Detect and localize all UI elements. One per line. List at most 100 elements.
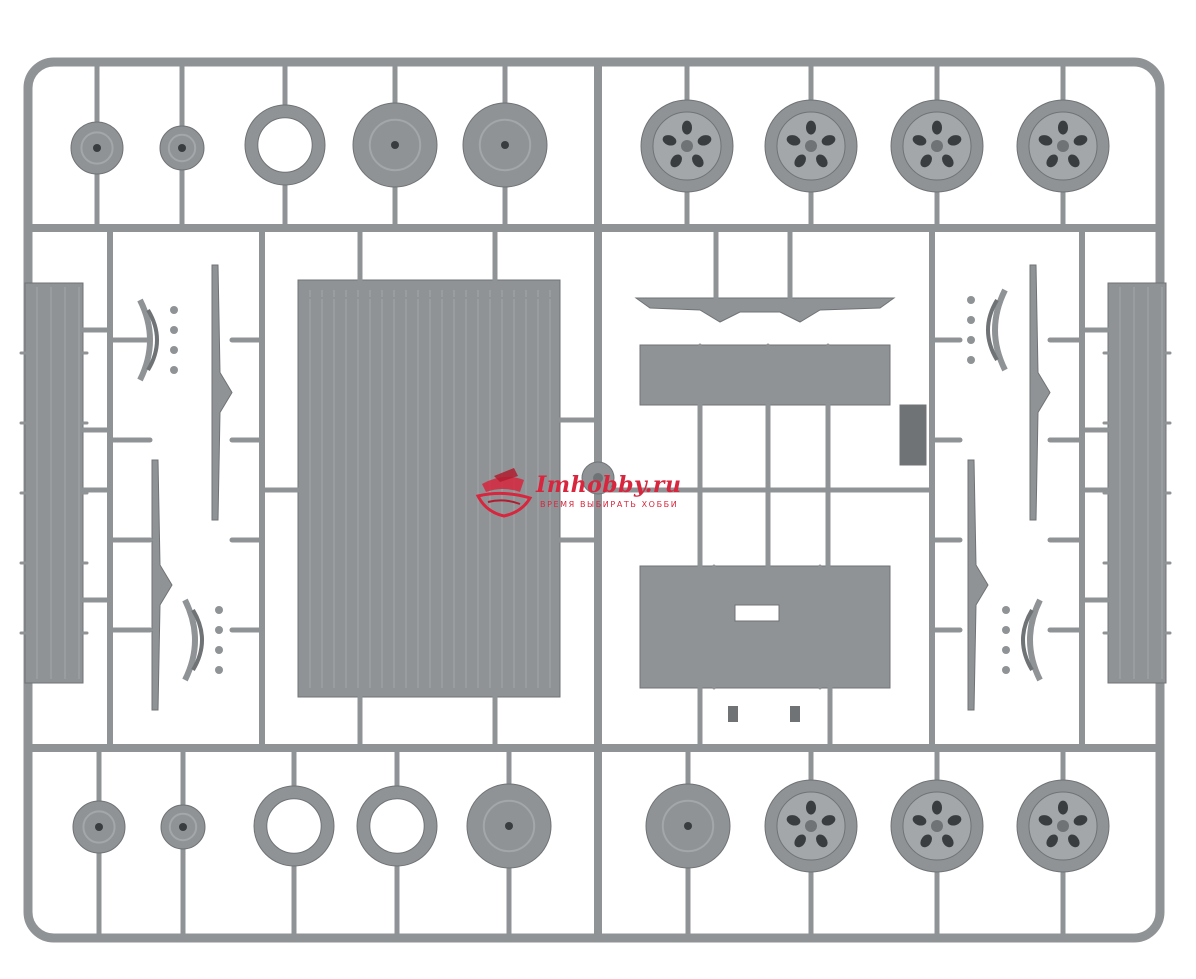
hub-hole xyxy=(95,823,103,831)
wheel-hole xyxy=(1038,135,1053,146)
wheel-hole xyxy=(920,154,932,168)
hub-hole xyxy=(93,144,101,152)
small-clip-part xyxy=(790,706,800,722)
spring-nub xyxy=(967,316,975,324)
wheel-hole xyxy=(816,154,828,168)
wheel-hole xyxy=(1058,800,1068,815)
front-board-part xyxy=(639,344,891,406)
spring-nub xyxy=(1002,606,1010,614)
wheel-ring xyxy=(168,812,198,842)
wheel-hole xyxy=(806,800,816,815)
wheel-hole xyxy=(697,135,712,146)
wheel-hole xyxy=(662,135,677,146)
spring-nub xyxy=(215,666,223,674)
hub-hole xyxy=(178,144,186,152)
wheel-hub xyxy=(931,140,943,152)
wheel-hole xyxy=(786,135,801,146)
wheel-hole xyxy=(947,815,962,826)
small-plate-part xyxy=(899,404,927,466)
wheel-ring xyxy=(482,799,536,853)
wheel-hole xyxy=(942,154,954,168)
wheel-ring xyxy=(167,133,197,163)
wheel-hole xyxy=(1073,135,1088,146)
hub-hole xyxy=(391,141,399,149)
tire-bore xyxy=(369,798,425,854)
wheel-ring xyxy=(478,118,532,172)
wheel-hole xyxy=(1073,815,1088,826)
wheel-hub xyxy=(805,140,817,152)
wheel-hole xyxy=(816,834,828,848)
leaf-spring-right-upper xyxy=(992,288,1008,372)
spring-nub xyxy=(967,336,975,344)
wheel-hole xyxy=(1046,834,1058,848)
wheel-hole xyxy=(942,834,954,848)
tire-bore xyxy=(266,798,322,854)
wheel-hole xyxy=(932,120,942,135)
wheel-hole xyxy=(682,120,692,135)
wheel-hole xyxy=(692,154,704,168)
wheel-hole xyxy=(912,815,927,826)
wheel-hole xyxy=(821,135,836,146)
small-clip-part xyxy=(728,706,738,722)
frame-bracket-right-b xyxy=(967,459,989,711)
wheel-hub xyxy=(805,820,817,832)
spring-nub xyxy=(170,306,178,314)
hub-hole xyxy=(501,141,509,149)
hub-hole xyxy=(505,822,513,830)
frame-bracket-right-a xyxy=(1029,264,1051,521)
wheel-hub xyxy=(1057,820,1069,832)
leaf-spring-left-upper-leaf xyxy=(146,308,159,372)
wheel-hole xyxy=(912,135,927,146)
wheel-ring xyxy=(368,118,422,172)
spring-nub xyxy=(1002,666,1010,674)
spring-nub xyxy=(215,626,223,634)
spring-nub xyxy=(170,366,178,374)
leaf-spring-left-lower-leaf xyxy=(191,608,204,672)
side-board-left xyxy=(24,282,84,684)
cross-beam-part xyxy=(634,297,896,323)
hub-hole xyxy=(179,823,187,831)
wheel-hole xyxy=(806,120,816,135)
small-round-hub xyxy=(593,473,603,483)
spring-nub xyxy=(967,296,975,304)
wheel-ring xyxy=(80,131,114,165)
wheel-hole xyxy=(1068,834,1080,848)
wheel-hole xyxy=(794,834,806,848)
wheel-hub xyxy=(1057,140,1069,152)
ship-logo-icon xyxy=(475,468,533,518)
leaf-spring-right-lower xyxy=(1027,598,1043,682)
frame-bracket-left-a xyxy=(211,264,233,521)
spring-nub xyxy=(1002,626,1010,634)
spring-nub xyxy=(967,356,975,364)
watermark: Imhobby.ru ВРЕМЯ ВЫБИРАТЬ ХОББИ xyxy=(474,462,744,522)
wheel-hole xyxy=(920,834,932,848)
spring-nub xyxy=(215,646,223,654)
leaf-spring-left-lower xyxy=(182,598,198,682)
tailgate-part xyxy=(639,565,891,689)
wheel-hole xyxy=(947,135,962,146)
leaf-spring-right-upper-leaf xyxy=(986,298,999,362)
wheel-hole xyxy=(794,154,806,168)
spring-nub xyxy=(1002,646,1010,654)
spring-nub xyxy=(215,606,223,614)
leaf-spring-right-lower-leaf xyxy=(1021,608,1034,672)
hub-hole xyxy=(684,822,692,830)
watermark-brand: Imhobby.ru xyxy=(536,472,682,498)
frame-bracket-left-b xyxy=(151,459,173,711)
wheel-ring xyxy=(661,799,715,853)
wheel-hub xyxy=(681,140,693,152)
wheel-hub xyxy=(931,820,943,832)
spring-nub xyxy=(170,346,178,354)
tailgate-slot xyxy=(734,604,780,622)
wheel-hole xyxy=(1046,154,1058,168)
side-board-right xyxy=(1107,282,1167,684)
spring-nub xyxy=(170,326,178,334)
watermark-slogan: ВРЕМЯ ВЫБИРАТЬ ХОББИ xyxy=(540,500,679,509)
tire-bore xyxy=(257,117,313,173)
wheel-hole xyxy=(1058,120,1068,135)
wheel-hole xyxy=(932,800,942,815)
wheel-ring xyxy=(82,810,116,844)
wheel-hole xyxy=(786,815,801,826)
wheel-hole xyxy=(1068,154,1080,168)
